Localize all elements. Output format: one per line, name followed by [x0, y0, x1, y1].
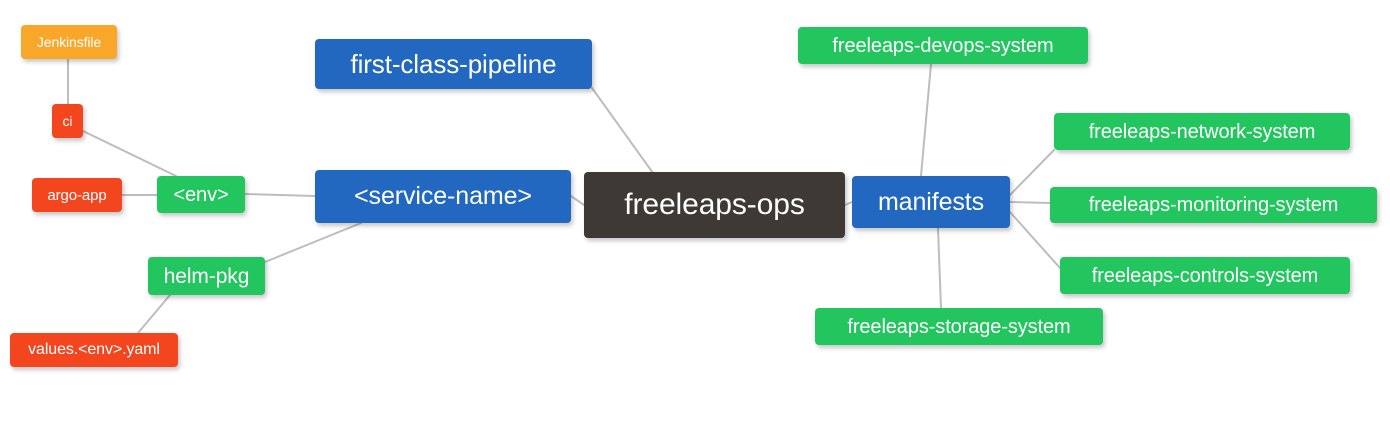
node-label-first-class-pipeline: first-class-pipeline: [350, 49, 557, 79]
node-label-helm-pkg: helm-pkg: [163, 264, 250, 288]
node-label-manifests: manifests: [877, 187, 985, 216]
node-env[interactable]: <env>: [157, 176, 245, 213]
node-label-freeleaps-monitoring-system: freeleaps-monitoring-system: [1088, 194, 1339, 216]
edge-manifests-to-freeleaps-devops-system: [920, 63, 932, 177]
node-label-freeleaps-network-system: freeleaps-network-system: [1088, 120, 1316, 143]
node-freeleaps-monitoring-system[interactable]: freeleaps-monitoring-system: [1050, 187, 1377, 223]
node-label-argo-app: argo-app: [47, 186, 107, 204]
node-label-env: <env>: [173, 183, 229, 206]
node-label-service-name: <service-name>: [354, 182, 532, 210]
node-freeleaps-devops-system[interactable]: freeleaps-devops-system: [798, 27, 1088, 64]
node-label-jenkinsfile: Jenkinsfile: [36, 34, 102, 50]
node-freeleaps-network-system[interactable]: freeleaps-network-system: [1054, 113, 1350, 150]
node-values-env-yaml[interactable]: values.<env>.yaml: [10, 333, 178, 367]
edge-freeleaps-ops-to-manifests: [844, 201, 853, 206]
node-label-freeleaps-controls-system: freeleaps-controls-system: [1091, 264, 1319, 287]
edge-manifests-to-freeleaps-network-system: [1009, 149, 1055, 196]
node-label-ci: ci: [62, 113, 73, 129]
node-label-values-env-yaml: values.<env>.yaml: [28, 341, 160, 358]
node-manifests[interactable]: manifests: [852, 176, 1010, 228]
node-label-freeleaps-storage-system: freeleaps-storage-system: [847, 315, 1071, 338]
node-first-class-pipeline[interactable]: first-class-pipeline: [315, 39, 592, 89]
edge-freeleaps-ops-to-first-class-pipeline: [591, 87, 654, 174]
node-helm-pkg[interactable]: helm-pkg: [148, 257, 265, 295]
node-ci[interactable]: ci: [52, 104, 83, 138]
edge-manifests-to-freeleaps-monitoring-system: [1009, 201, 1051, 204]
edge-manifests-to-freeleaps-storage-system: [937, 227, 942, 309]
edge-helm-pkg-to-values-env-yaml: [137, 294, 171, 334]
node-argo-app[interactable]: argo-app: [32, 178, 122, 212]
node-freeleaps-storage-system[interactable]: freeleaps-storage-system: [815, 308, 1103, 345]
node-freeleaps-ops[interactable]: freeleaps-ops: [584, 172, 845, 238]
edge-env-to-ci: [82, 130, 177, 177]
edge-freeleaps-ops-to-service-name: [570, 195, 585, 206]
node-service-name[interactable]: <service-name>: [315, 170, 571, 223]
node-label-freeleaps-ops: freeleaps-ops: [624, 188, 805, 221]
node-jenkinsfile[interactable]: Jenkinsfile: [21, 25, 117, 59]
node-label-freeleaps-devops-system: freeleaps-devops-system: [832, 34, 1054, 57]
node-freeleaps-controls-system[interactable]: freeleaps-controls-system: [1060, 257, 1350, 294]
edge-service-name-to-env: [244, 193, 316, 197]
edge-service-name-to-helm-pkg: [264, 222, 362, 263]
